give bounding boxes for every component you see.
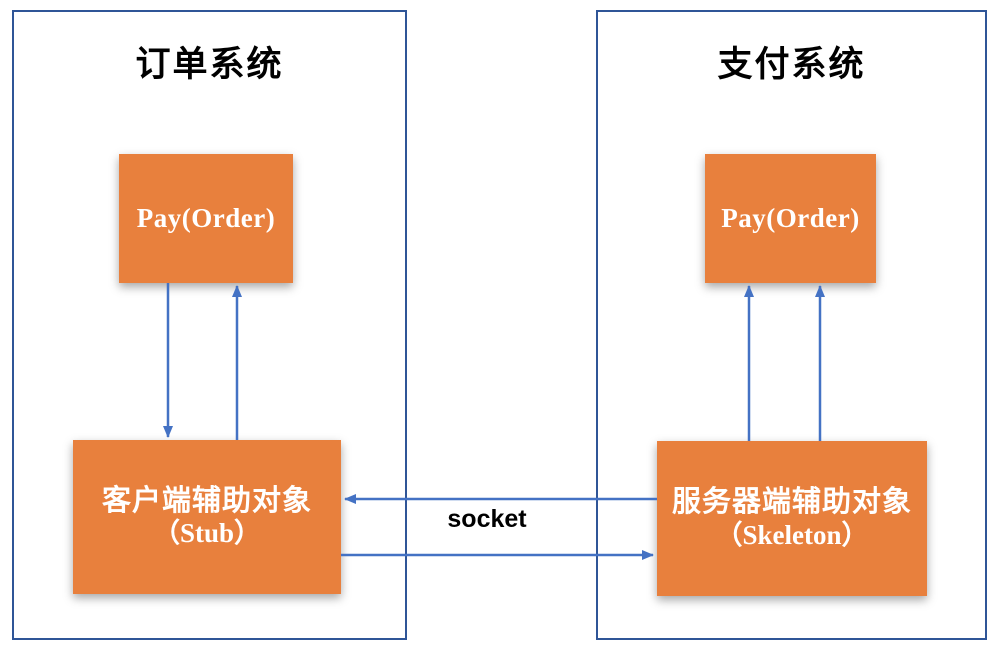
payment-pay-method-box: Pay(Order)	[705, 154, 876, 283]
client-stub-label-en: （Stub）	[152, 518, 262, 549]
order-pay-method-label: Pay(Order)	[136, 203, 276, 233]
server-skeleton-label-en: （Skeleton）	[715, 519, 869, 550]
socket-label: socket	[447, 505, 527, 533]
client-stub-box: 客户端辅助对象 （Stub）	[73, 440, 341, 594]
order-system-title: 订单系统	[135, 45, 284, 84]
order-pay-method-box: Pay(Order)	[119, 154, 293, 283]
payment-pay-method-label: Pay(Order)	[721, 203, 860, 233]
server-skeleton-box: 服务器端辅助对象 （Skeleton）	[657, 441, 927, 596]
server-skeleton-label-cn: 服务器端辅助对象	[671, 486, 912, 519]
payment-system-title: 支付系统	[717, 45, 866, 84]
client-stub-label-cn: 客户端辅助对象	[101, 484, 312, 517]
